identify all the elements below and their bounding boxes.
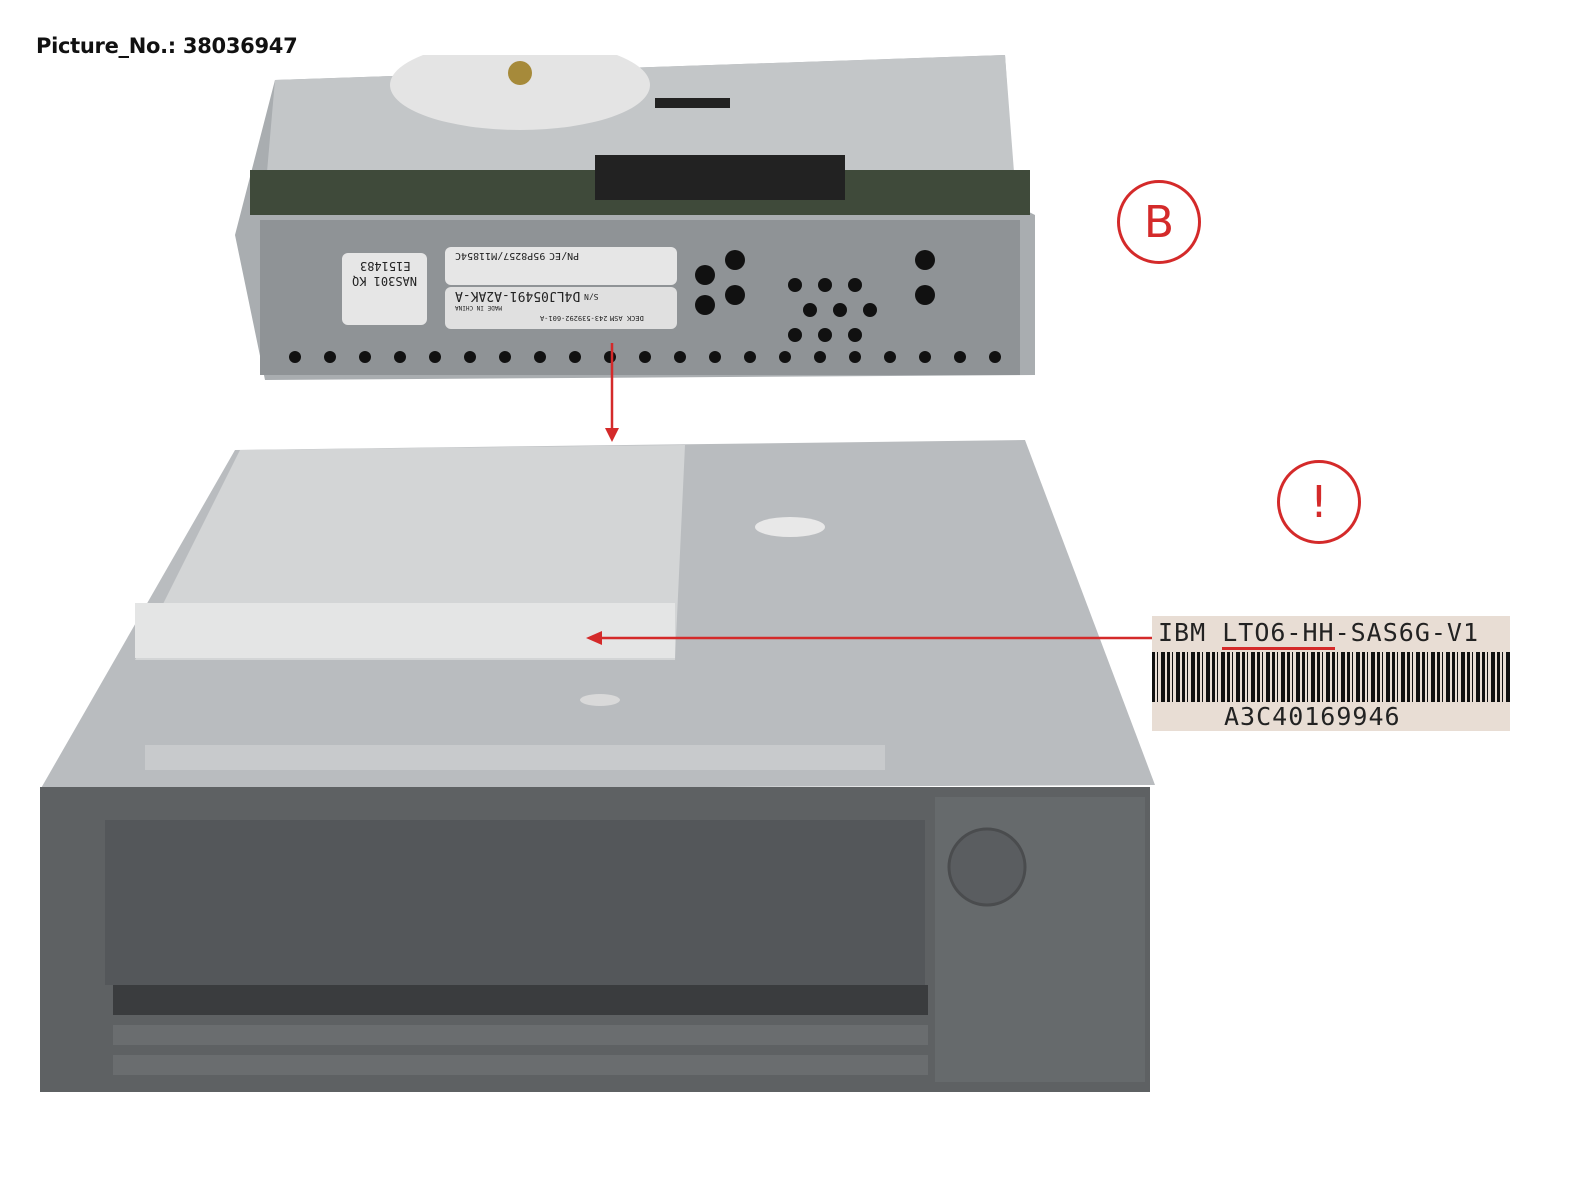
label-model-underlined: LTO6-HH <box>1222 618 1335 650</box>
label-suffix: -SAS6G-V1 <box>1334 618 1480 647</box>
deck-asm-label: DECK ASM <box>609 314 644 322</box>
pn-ec-value: 95P8257/M11854C <box>455 250 546 261</box>
callout-b: B <box>1117 180 1201 264</box>
barcode <box>1152 652 1510 702</box>
label-serial: A3C40169946 <box>1224 702 1401 731</box>
label-prefix: IBM <box>1158 618 1223 647</box>
picture-caption: Picture_No.: 38036947 <box>36 34 298 58</box>
made-in: MADE IN CHINA <box>455 304 502 311</box>
callout-attention: ! <box>1277 460 1361 544</box>
cert-number: E151483 <box>359 259 411 273</box>
sn-value: D4LJ05491-A2AK-A <box>455 288 581 303</box>
drive-rear-photo <box>235 55 1035 380</box>
pn-ec-label: PN/EC <box>548 250 579 261</box>
sn-label: S/N <box>584 292 599 301</box>
cert-model: NAS301 KQ <box>352 274 418 288</box>
detail-label-closeup: IBM LTO6-HH-SAS6G-V1 A3C40169946 <box>1152 616 1510 731</box>
deck-asm-value: 243-539292-601-A <box>540 314 608 322</box>
drive-front-photo <box>40 440 1155 1092</box>
